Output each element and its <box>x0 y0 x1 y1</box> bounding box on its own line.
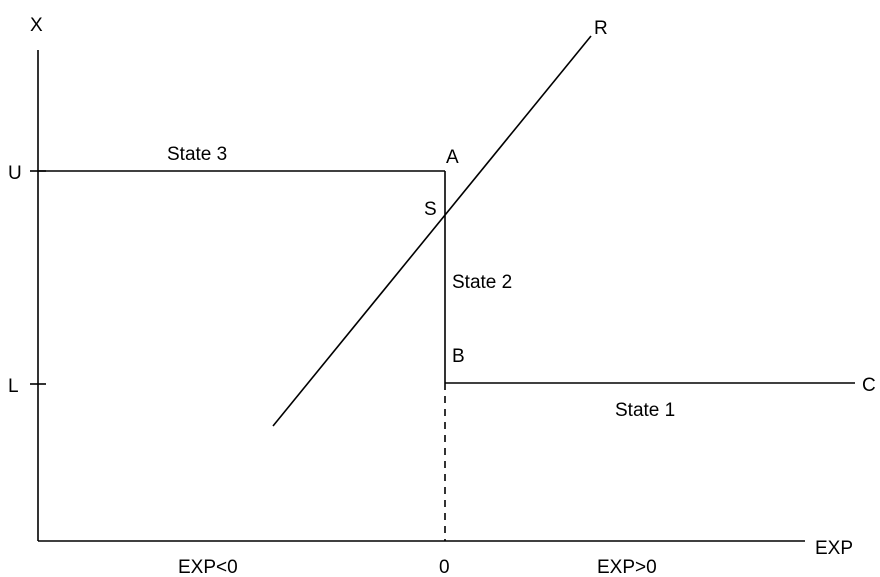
x-axis-label: EXP <box>815 538 853 559</box>
point-c-label: C <box>862 375 876 396</box>
negative-region-label: EXP<0 <box>178 557 238 577</box>
state3-label: State 3 <box>167 144 227 165</box>
l-label: L <box>8 376 19 397</box>
point-b-label: B <box>452 346 465 367</box>
state1-label: State 1 <box>615 400 675 421</box>
point-s-label: S <box>424 199 437 220</box>
state2-label: State 2 <box>452 272 512 293</box>
y-axis-label: X <box>30 15 43 36</box>
r-line <box>272 35 592 427</box>
point-a-label: A <box>446 147 459 168</box>
point-r-label: R <box>594 18 608 39</box>
positive-region-label: EXP>0 <box>597 557 657 577</box>
u-label: U <box>8 163 22 184</box>
origin-label: 0 <box>439 557 450 577</box>
